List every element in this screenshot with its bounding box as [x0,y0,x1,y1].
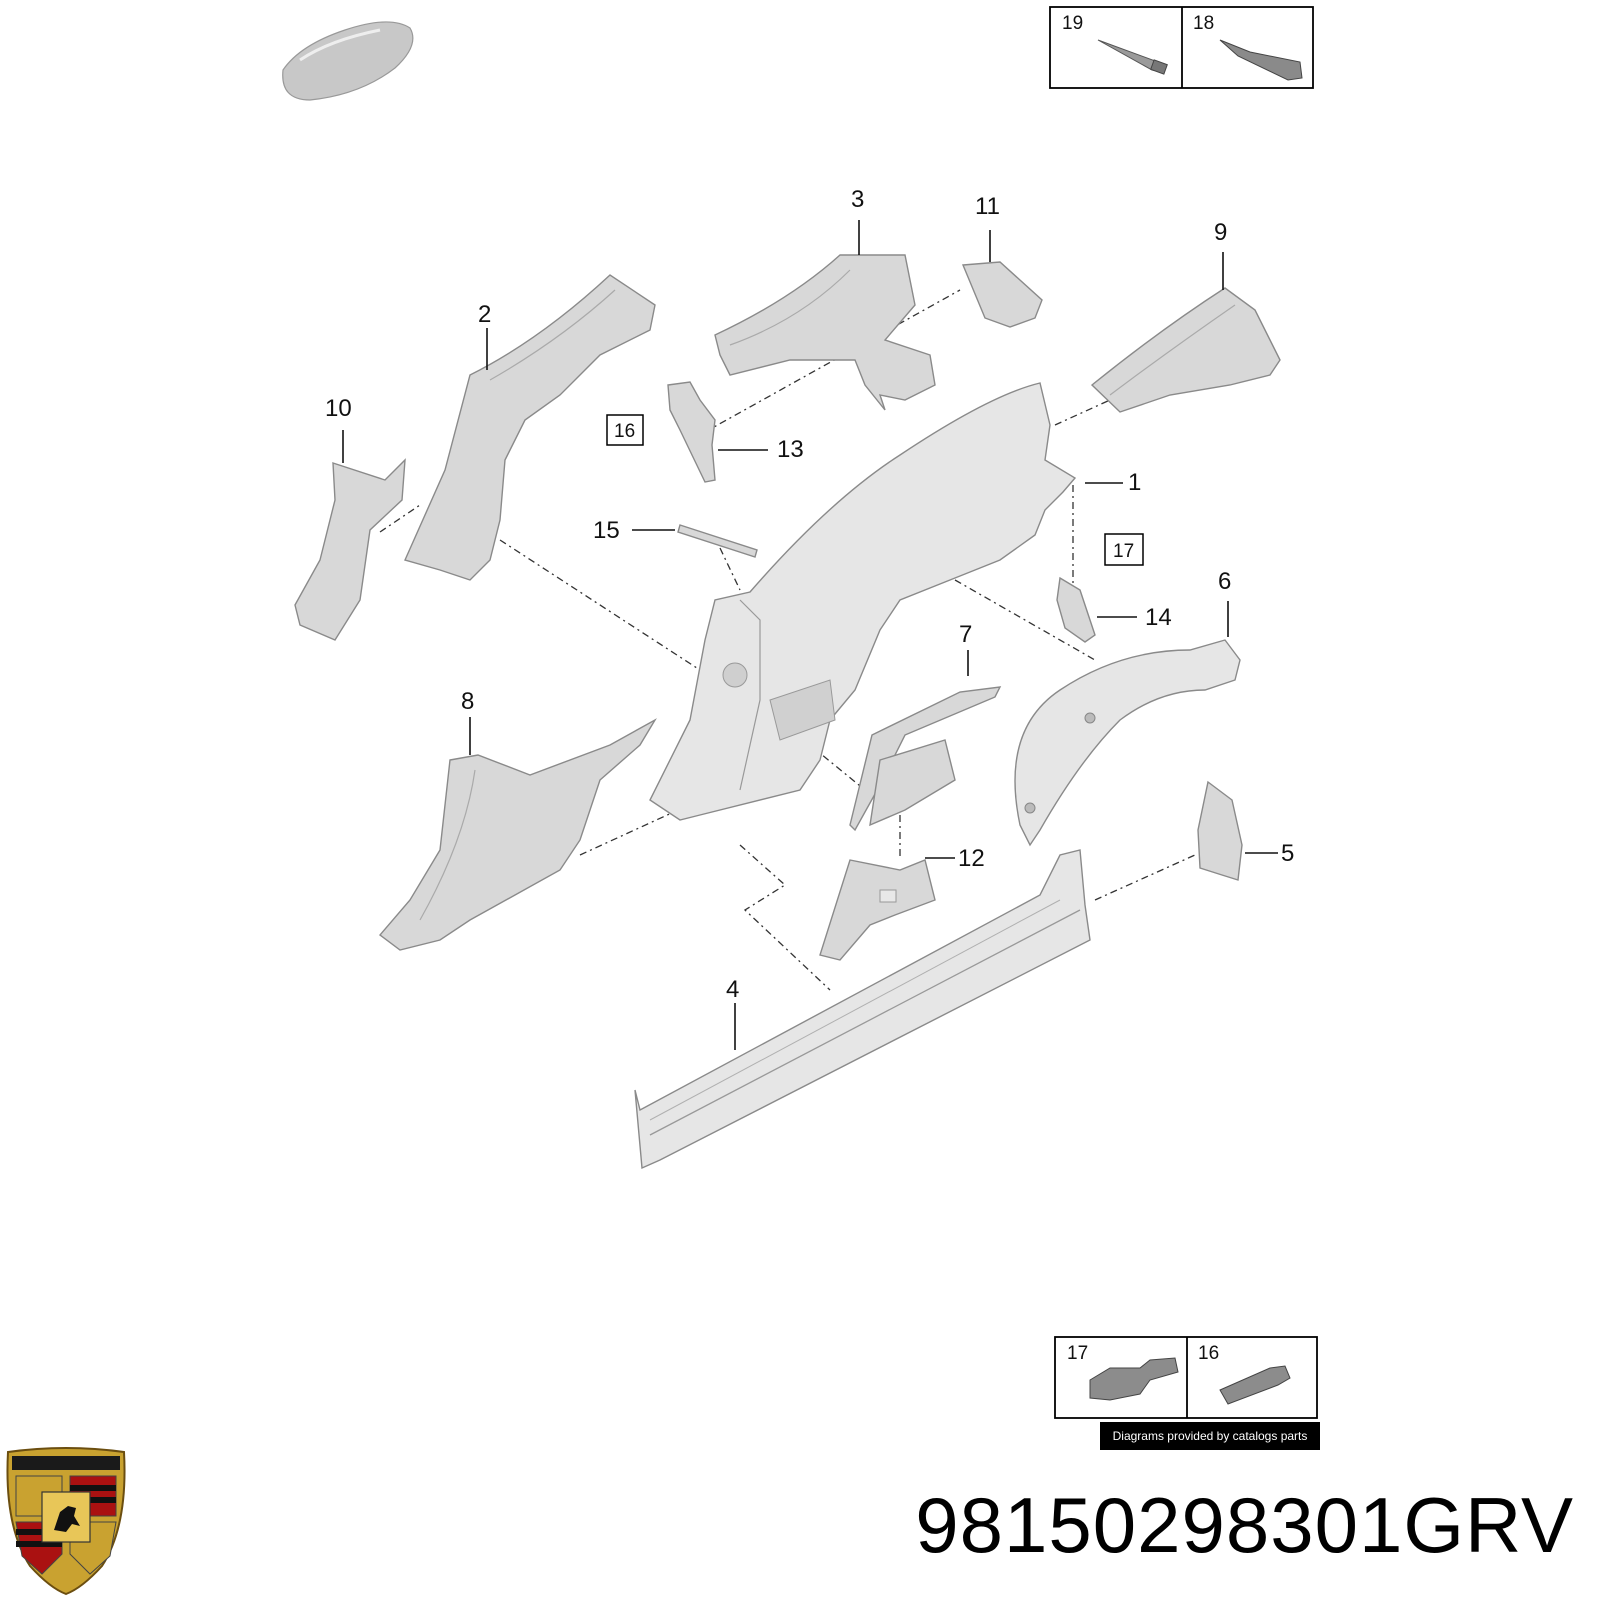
part-14-plate [1056,576,1096,643]
leader-lines [342,220,1278,1050]
callout-7: 7 [959,621,972,648]
car-silhouette-icon [282,21,414,101]
part-4-sill [634,849,1091,1170]
stud-icon [1089,1357,1179,1401]
part-6-wheel-arch [1014,639,1241,847]
callout-6: 6 [1218,568,1231,595]
callout-5: 5 [1281,840,1294,867]
fastener-legend-top: 19 18 [1049,6,1314,89]
part-9-rear-panel [1090,287,1281,413]
part-10-pillar-reinforcement [294,458,406,641]
boxed-ref-17-label: 17 [1113,541,1134,562]
callout-12: 12 [958,845,985,872]
part-3-upper-rail [714,254,936,411]
callout-9: 9 [1214,219,1227,246]
callout-14: 14 [1145,604,1172,631]
callout-labels: 3 11 9 2 10 13 1 15 14 6 7 8 12 5 4 [325,186,1294,1003]
diagram-credit: Diagrams provided by catalogs parts [1100,1422,1320,1450]
callout-1: 1 [1128,469,1141,496]
legend-17-label: 17 [1067,1343,1088,1364]
rivet-icon [1097,39,1168,75]
boxed-ref-16: 16 [606,414,644,446]
callout-3: 3 [851,186,864,213]
part-13-bracket [667,381,716,483]
callout-11: 11 [975,193,1000,220]
callout-2: 2 [478,301,491,328]
callout-10: 10 [325,395,352,422]
part-11-bracket [961,261,1043,328]
part-8-a-pillar-lower [378,718,657,951]
part-2-b-pillar [404,274,656,581]
legend-18-label: 18 [1193,13,1214,34]
callout-4: 4 [726,976,739,1003]
part-15-strip [677,524,758,558]
callout-13: 13 [777,436,804,463]
callout-8: 8 [461,688,474,715]
part-5-plate [1197,780,1243,881]
porsche-crest-logo [6,1447,126,1596]
boxed-ref-16-label: 16 [614,421,635,442]
fastener-legend-bottom: 17 16 [1054,1336,1318,1419]
sealant-cartridge-icon [1219,39,1303,81]
part-1-quarter-panel [649,382,1077,821]
boxed-ref-17: 17 [1104,533,1144,566]
callout-15: 15 [593,517,620,544]
bolt-icon [1219,1365,1291,1405]
legend-16-label: 16 [1198,1343,1219,1364]
part-number: 98150298301GRV [915,1481,1574,1569]
part-12-bracket [819,859,936,961]
part-7-brace [849,686,1002,832]
legend-19-label: 19 [1062,13,1083,34]
assembly-lines [379,289,1196,991]
